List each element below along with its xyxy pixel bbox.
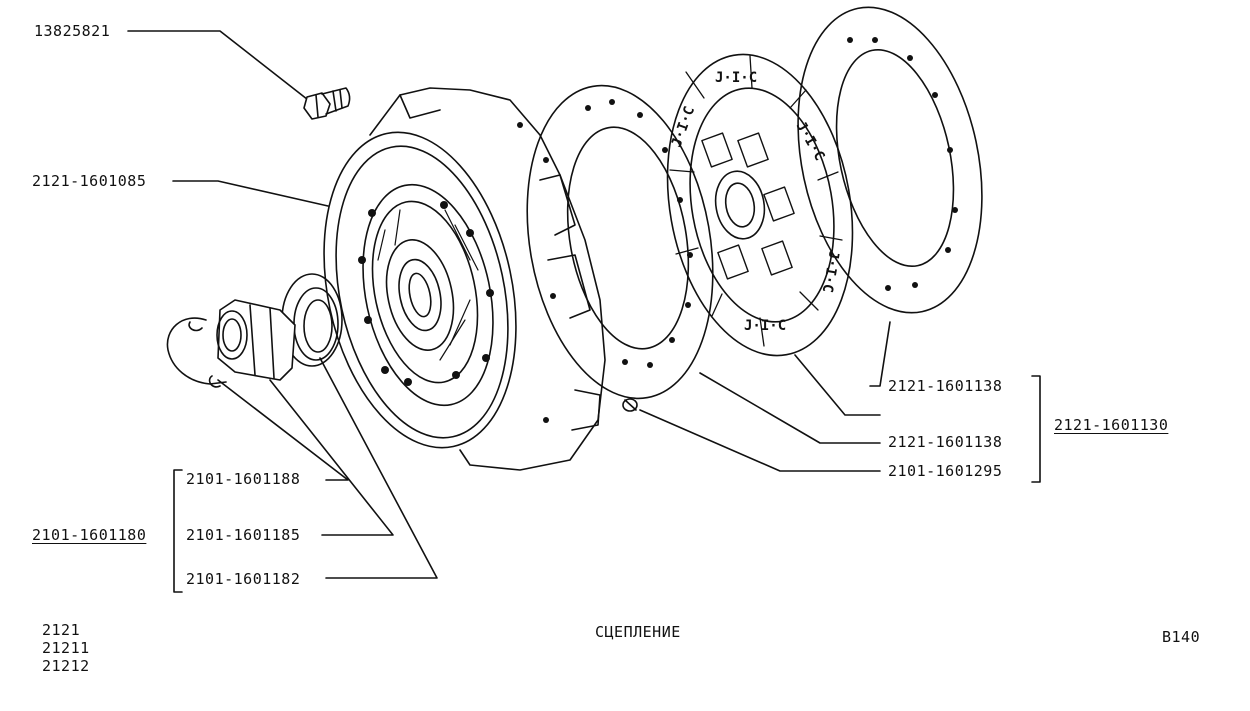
label-release-bearing-assy: 2101-1601180 bbox=[32, 526, 147, 544]
pressure-plate-part bbox=[323, 87, 606, 471]
model-code: 21212 bbox=[42, 657, 90, 675]
spring-clip-part bbox=[166, 317, 227, 388]
page-code: B140 bbox=[1162, 628, 1201, 646]
model-code: 21211 bbox=[42, 639, 90, 657]
label-driven-disc-assy: 2121-1601130 bbox=[1054, 416, 1169, 434]
footer-models: 2121 21211 21212 bbox=[42, 621, 90, 675]
brackets bbox=[173, 375, 1041, 593]
friction-lining-rear-part bbox=[797, 6, 983, 314]
label-bearing-clip: 2101-1601188 bbox=[186, 470, 301, 488]
label-bolt: 13825821 bbox=[34, 22, 111, 40]
svg-text:J·I·C: J·I·C bbox=[744, 318, 786, 334]
bolt-part bbox=[303, 87, 351, 120]
svg-text:J·I·C: J·I·C bbox=[715, 70, 757, 86]
page-title: СЦЕПЛЕНИЕ bbox=[595, 623, 681, 641]
label-bearing-sleeve: 2101-1601185 bbox=[186, 526, 301, 544]
label-bearing: 2101-1601182 bbox=[186, 570, 301, 588]
label-lining-upper: 2121-1601138 bbox=[888, 377, 1003, 395]
rivet-part bbox=[622, 398, 638, 412]
label-lining-lower: 2121-1601138 bbox=[888, 433, 1003, 451]
leader-lines bbox=[127, 30, 891, 579]
friction-lining-front-part bbox=[526, 84, 714, 400]
svg-text:J·I·C: J·I·C bbox=[819, 249, 842, 293]
model-code: 2121 bbox=[42, 621, 81, 639]
label-pressure-plate: 2121-1601085 bbox=[32, 172, 147, 190]
label-rivet: 2101-1601295 bbox=[888, 462, 1003, 480]
bearing-sleeve-part bbox=[216, 299, 296, 381]
